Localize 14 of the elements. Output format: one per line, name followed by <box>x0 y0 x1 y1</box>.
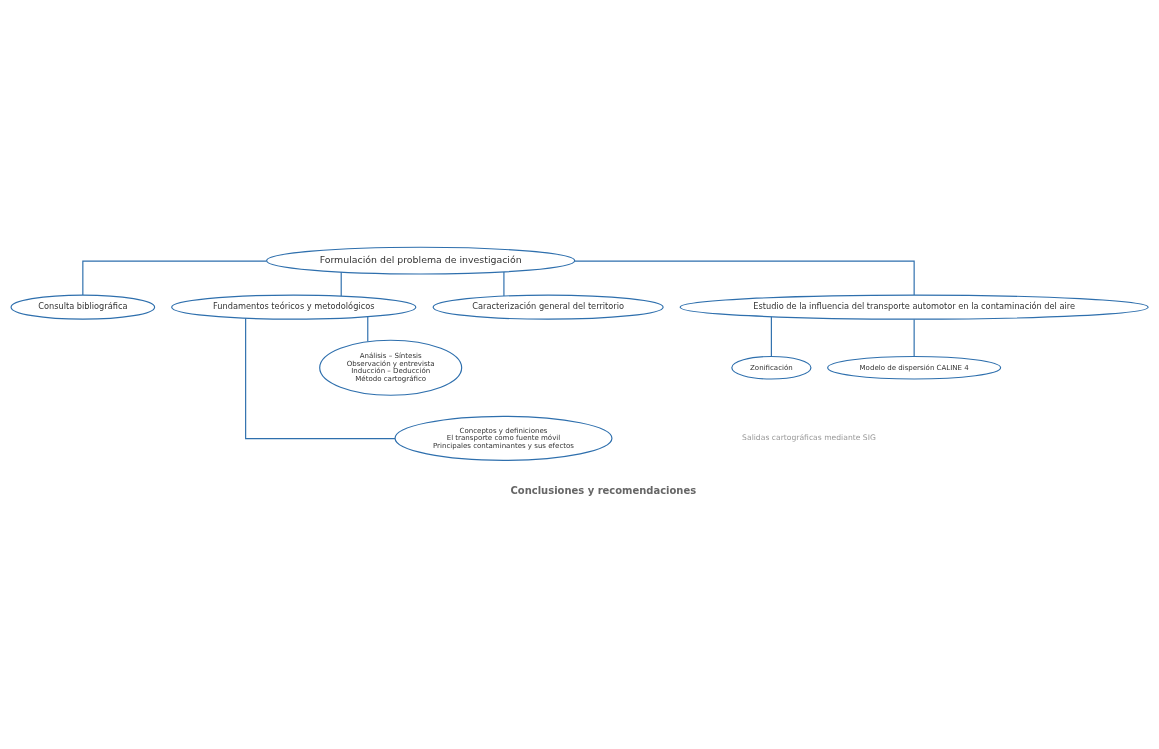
connector <box>770 315 772 357</box>
connector <box>574 260 915 296</box>
node-ellipse: Formulación del problema de investigación <box>266 246 576 275</box>
connector <box>340 271 342 297</box>
connector <box>913 318 915 357</box>
node-ellipse: Estudio de la influencia del transporte automotor en la contaminación del aire <box>679 294 1149 320</box>
node-ellipse: Fundamentos teóricos y metodológicos <box>171 294 417 320</box>
connector <box>245 317 396 439</box>
connector <box>82 260 268 296</box>
node-ellipse: Caracterización general del territorio <box>432 294 664 320</box>
node-ellipse: Consulta bibliográfica <box>10 294 156 320</box>
connector <box>367 315 369 342</box>
label: Conclusiones y recomendaciones <box>510 484 697 496</box>
connector <box>503 270 505 297</box>
